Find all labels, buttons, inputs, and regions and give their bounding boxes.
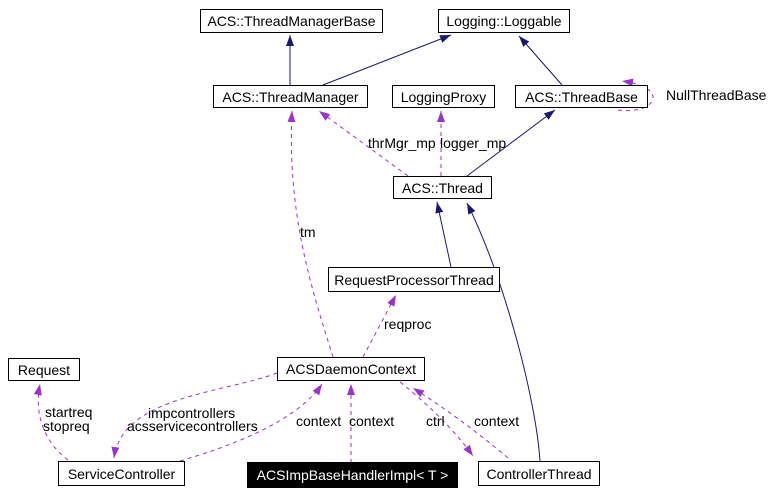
edge-usage-servicecontroller-acsdaemoncontext-context [179, 383, 323, 462]
edge-label-thrmgr-mp: thrMgr_mp [368, 135, 436, 151]
edge-label-context-controllerthread: context [474, 413, 520, 429]
edge-label-context-acsimpbasehandlerimpl: context [349, 413, 395, 429]
edge-usage-controllerthread-acsdaemoncontext-context [412, 387, 509, 459]
edge-usage-threadbase-self-nullthreadbase [617, 78, 654, 112]
edge-inherit-thread-threadbase [466, 109, 556, 177]
edge-usage-thread-threadmanager-thrmgr-mp [318, 110, 409, 177]
edge-inherit-requestprocessorthread-thread [435, 201, 452, 268]
class-node-acs-threadmanager[interactable]: ACS::ThreadManager [213, 85, 368, 108]
edge-usage-acsdaemoncontext-requestprocessorthread-reqproc [362, 294, 397, 358]
class-node-acsdaemoncontext[interactable]: ACSDaemonContext [277, 357, 425, 381]
edge-inherit-controllerthread-thread [466, 202, 541, 462]
edge-usage-acsdaemoncontext-controllerthread-ctrl [399, 381, 474, 457]
class-node-acs-threadbase[interactable]: ACS::ThreadBase [515, 85, 648, 108]
edge-label-logger-mp: logger_mp [440, 135, 507, 151]
member-label-nullthreadbase: NullThreadBase [666, 87, 767, 103]
edge-label-tm: tm [300, 224, 316, 240]
class-node-servicecontroller[interactable]: ServiceController [58, 461, 185, 486]
class-node-controllerthread[interactable]: ControllerThread [478, 461, 600, 486]
edge-usage-acsdaemoncontext-threadmanager-tm [287, 110, 334, 358]
edge-label-stopreq: stopreq [43, 418, 90, 434]
class-node-acsimpbasehandlerimpl-selected: ACSImpBaseHandlerImpl< T > [247, 462, 458, 488]
class-node-logging-loggable[interactable]: Logging::Loggable [438, 9, 570, 33]
class-node-requestprocessorthread[interactable]: RequestProcessorThread [328, 267, 500, 292]
edge-label-context-servicecontroller: context [296, 413, 342, 429]
edge-label-impcontrollers: impcontrollers [148, 405, 236, 421]
class-node-acs-threadmanagerbase[interactable]: ACS::ThreadManagerBase [200, 9, 383, 33]
edge-label-acsservicecontrollers: acsservicecontrollers [127, 418, 258, 434]
edge-inherit-threadbase-loggable [518, 35, 563, 86]
edge-inherit-threadmanager-loggable [322, 34, 452, 86]
edge-label-startreq: startreq [45, 404, 93, 420]
class-node-loggingproxy[interactable]: LoggingProxy [392, 85, 495, 108]
edge-usage-servicecontroller-request-startreq-stopreq [33, 383, 69, 461]
edge-label-ctrl: ctrl [426, 413, 445, 429]
edge-label-reqproc: reqproc [384, 316, 432, 332]
class-node-acs-thread[interactable]: ACS::Thread [393, 176, 492, 199]
class-node-request[interactable]: Request [8, 358, 80, 381]
